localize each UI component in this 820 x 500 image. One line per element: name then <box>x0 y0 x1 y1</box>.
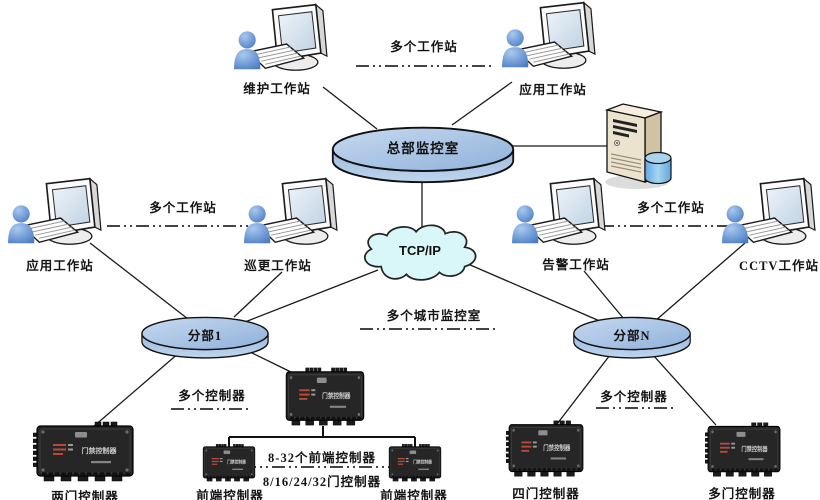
controller-icon: 门禁控制器 <box>283 366 367 428</box>
controller-icon: 门禁控制器 <box>33 420 137 484</box>
patrol-ws-label: 巡更工作站 <box>244 259 312 273</box>
disk-icon <box>330 123 516 185</box>
server-icon <box>593 98 675 190</box>
node-tcpip-cloud: TCP/IP <box>352 222 488 284</box>
multi-ws-right-label: 多个工作站 <box>637 201 705 215</box>
frontend-ctrl-left-label: 前端控制器 <box>196 489 264 500</box>
branch1-label: 分部1 <box>187 329 223 344</box>
workstation-icon <box>496 0 602 80</box>
door-count-range-label: 8/16/24/32门控制器 <box>262 475 382 489</box>
four-door-ctrl-label: 四门控制器 <box>512 487 580 500</box>
rs485-bus-lines <box>228 426 416 448</box>
svg-text:门禁控制器: 门禁控制器 <box>82 446 118 455</box>
multi-ws-left-label: 多个工作站 <box>149 201 217 215</box>
svg-text:门禁控制器: 门禁控制器 <box>322 391 351 400</box>
ellipsis-separator-lines <box>107 65 734 468</box>
node-hq-monitor-room: 总部监控室 <box>330 123 516 185</box>
frontend-count-range-label: 8-32个前端控制器 <box>268 451 376 465</box>
multi-ctrl-right-label: 多个控制器 <box>600 390 668 404</box>
multi-ctrl-left-label: 多个控制器 <box>178 389 246 403</box>
node-branch-n: 分部N <box>572 314 692 360</box>
controller-icon: 门禁控制器 <box>506 419 586 479</box>
workstation-icon <box>228 2 334 82</box>
multi-city-rooms-label: 多个城市监控室 <box>386 309 482 323</box>
controller-icon: 门禁控制器 <box>705 421 783 479</box>
cctv-ws-label: CCTV工作站 <box>739 259 819 273</box>
svg-text:门禁控制器: 门禁控制器 <box>413 458 433 464</box>
workstation-icon <box>238 176 344 256</box>
svg-text:门禁控制器: 门禁控制器 <box>741 444 767 453</box>
cloud-icon <box>352 222 488 284</box>
hq-room-label: 总部监控室 <box>386 140 460 156</box>
multi-door-ctrl-label: 多门控制器 <box>708 487 776 500</box>
workstation-icon <box>716 176 820 256</box>
disk-icon <box>140 314 270 360</box>
branchN-label: 分部N <box>613 329 651 344</box>
svg-text:门禁控制器: 门禁控制器 <box>543 443 571 452</box>
workstation-icon <box>2 176 108 256</box>
controller-icon: 门禁控制器 <box>201 443 257 483</box>
controller-icon: 门禁控制器 <box>387 443 443 483</box>
application-ws-top-label: 应用工作站 <box>519 83 587 97</box>
workstation-icon <box>506 176 612 256</box>
maintenance-ws-label: 维护工作站 <box>243 82 311 96</box>
disk-icon <box>572 314 692 360</box>
alarm-ws-label: 告警工作站 <box>542 258 610 272</box>
node-branch-1: 分部1 <box>140 314 270 360</box>
svg-text:门禁控制器: 门禁控制器 <box>227 458 247 464</box>
multi-ws-top-label: 多个工作站 <box>390 40 458 54</box>
application-ws-left-label: 应用工作站 <box>26 259 94 273</box>
two-door-ctrl-label: 两门控制器 <box>51 490 119 500</box>
frontend-ctrl-right-label: 前端控制器 <box>380 489 448 500</box>
tcpip-label: TCP/IP <box>399 243 441 259</box>
